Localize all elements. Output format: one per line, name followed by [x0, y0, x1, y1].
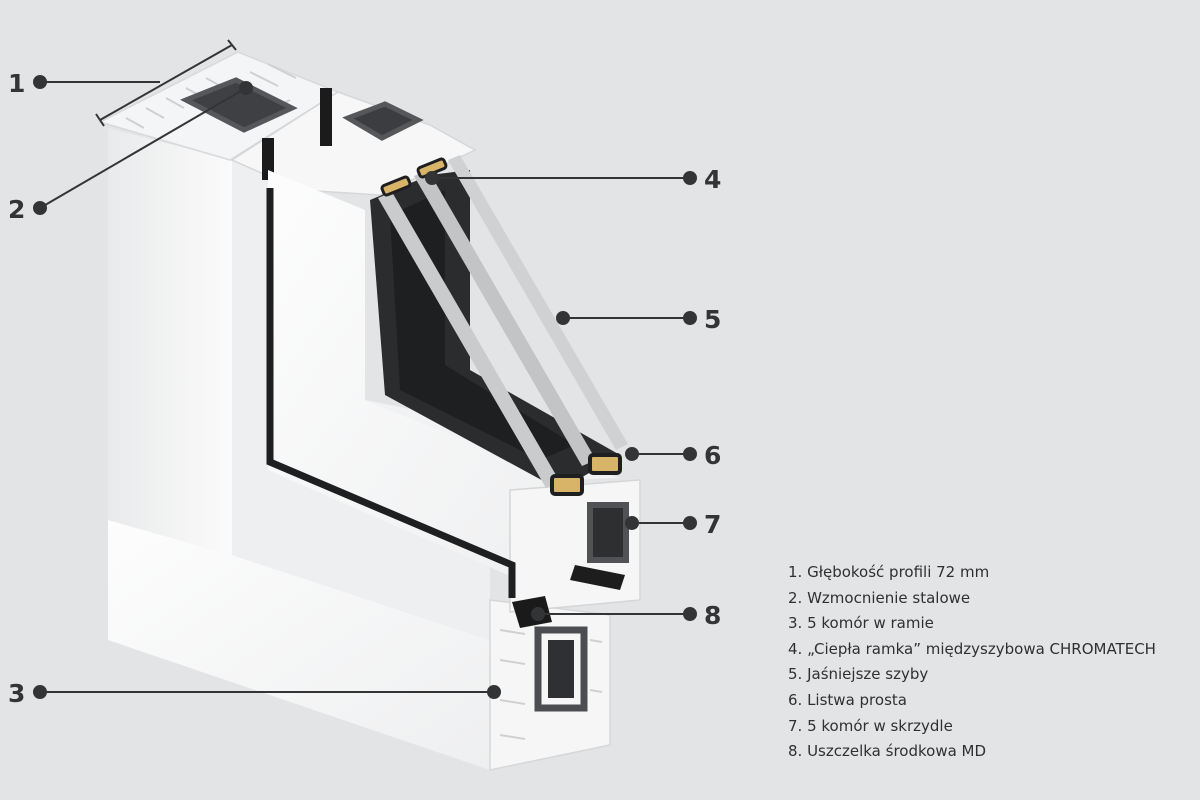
- callout-numbers: 1 2 3 4 5 6 7 8: [8, 69, 721, 708]
- legend-item: 2. Wzmocnienie stalowe: [788, 588, 971, 607]
- spacer-bottom-2: [588, 453, 622, 475]
- legend-item: 1. Głębokość profili 72 mm: [788, 563, 990, 581]
- legend-item: 6. Listwa prosta: [788, 690, 907, 709]
- callout-number-7: 7: [704, 510, 721, 539]
- spacer-top-1: [380, 175, 412, 197]
- legend-item: 5. Jaśniejsze szyby: [788, 665, 929, 684]
- frame-top-steel: [179, 77, 298, 133]
- callout-number-2: 2: [8, 195, 25, 224]
- legend-item: 8. Uszczelka środkowa MD: [788, 742, 987, 761]
- frame-top-chambers: [125, 63, 297, 129]
- legend-item: 4. „Ciepła ramka” międzyszybowa CHROMATE…: [788, 639, 1156, 658]
- callout-number-1: 1: [8, 69, 25, 98]
- spacer-bottom-1: [550, 474, 584, 496]
- callout-number-5: 5: [704, 305, 721, 334]
- callout-dot-1: [33, 75, 47, 89]
- sash: [179, 77, 641, 628]
- frame-inner-bevel: [232, 160, 490, 640]
- top-gasket-1: [320, 88, 332, 146]
- depth-dimension-line: [99, 44, 233, 121]
- legend-item: 3. 5 komór w ramie: [788, 614, 934, 633]
- callout-number-8: 8: [704, 601, 721, 630]
- callout-number-6: 6: [704, 441, 721, 470]
- glass-pane-front: [378, 192, 560, 488]
- legend-item: 7. 5 komór w skrzydle: [788, 716, 953, 735]
- callout-lines: [33, 39, 697, 699]
- callout-number-3: 3: [8, 679, 25, 708]
- sash-steel-reinforcement: [587, 502, 629, 563]
- glass-pane-back: [448, 155, 628, 450]
- callout-number-4: 4: [704, 165, 721, 194]
- glass-pane-middle: [414, 170, 596, 466]
- top-gasket-2: [262, 138, 274, 180]
- sash-top-steel: [342, 101, 424, 141]
- frame-left-face: [108, 128, 232, 555]
- legend-list: 1. Głębokość profili 72 mm 2. Wzmocnieni…: [788, 560, 1188, 765]
- outer-frame: [97, 51, 611, 771]
- sash-seal-line: [266, 188, 516, 598]
- glass-unit: [370, 155, 628, 496]
- frame-bottom-face: [108, 520, 490, 770]
- frame-steel-reinforcement: [534, 626, 588, 712]
